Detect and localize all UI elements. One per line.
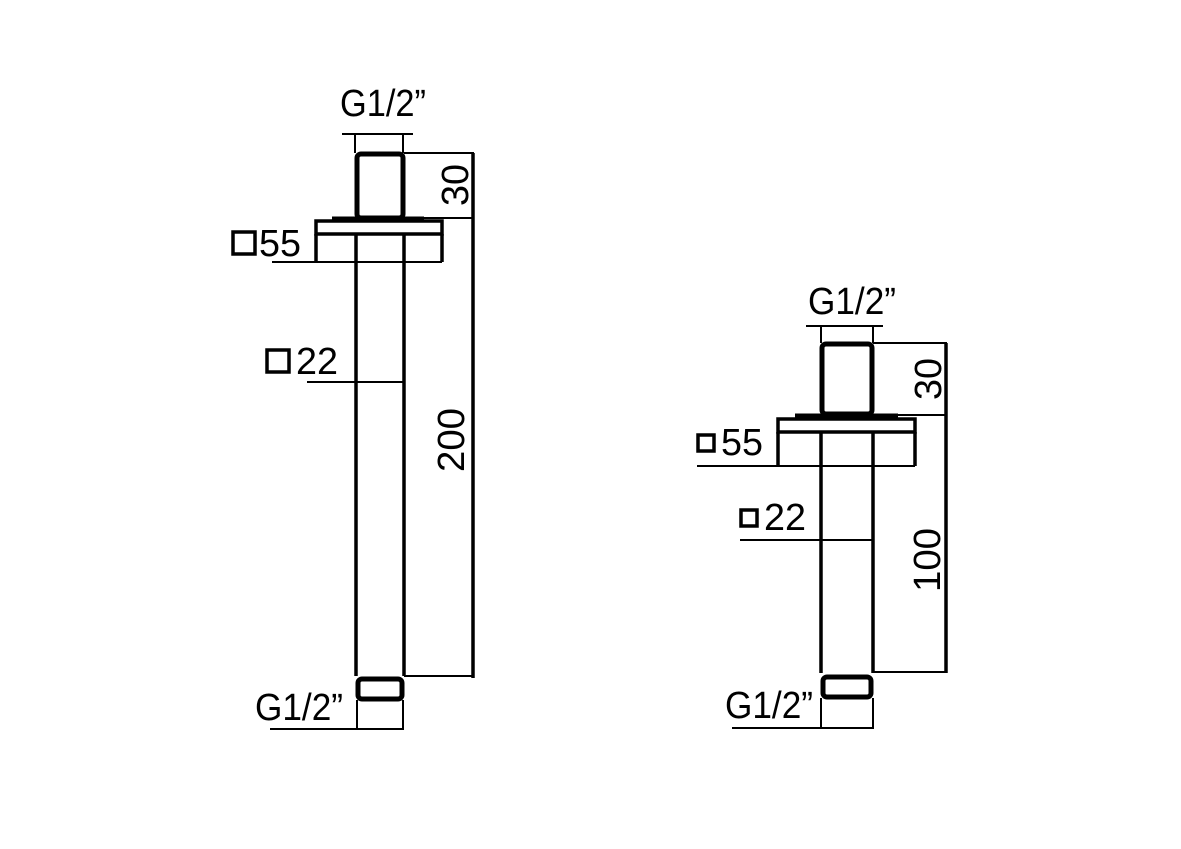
length-label: 100	[907, 528, 949, 592]
thread-height-label: 30	[908, 358, 950, 400]
square-symbol-icon	[739, 508, 759, 528]
flange	[314, 219, 444, 236]
bottom-thread-label: G1/2”	[725, 685, 813, 727]
top-thread-label: G1/2”	[808, 281, 896, 323]
top-nipple	[819, 341, 875, 417]
square-symbol-icon	[696, 433, 716, 453]
top-thread-label: G1/2”	[340, 83, 426, 125]
square-symbol-icon	[231, 230, 257, 256]
bottom-nipple	[820, 674, 874, 700]
length-label: 200	[431, 408, 473, 472]
drawing-left: G1/2” 55 22 30 200 G1/2”	[231, 83, 477, 730]
top-nipple	[354, 151, 406, 221]
flange	[776, 417, 917, 434]
drawing-right: G1/2” 55 22 30 100 G1/2”	[696, 281, 950, 729]
tube-size-label: 22	[764, 497, 806, 539]
bottom-thread-label: G1/2”	[255, 687, 343, 729]
flange-size-label: 55	[721, 422, 763, 464]
thread-height-label: 30	[435, 164, 477, 206]
tube-size-label: 22	[296, 341, 338, 383]
bottom-nipple	[355, 676, 405, 702]
flange-size-label: 55	[259, 223, 301, 265]
square-symbol-icon	[265, 348, 291, 374]
